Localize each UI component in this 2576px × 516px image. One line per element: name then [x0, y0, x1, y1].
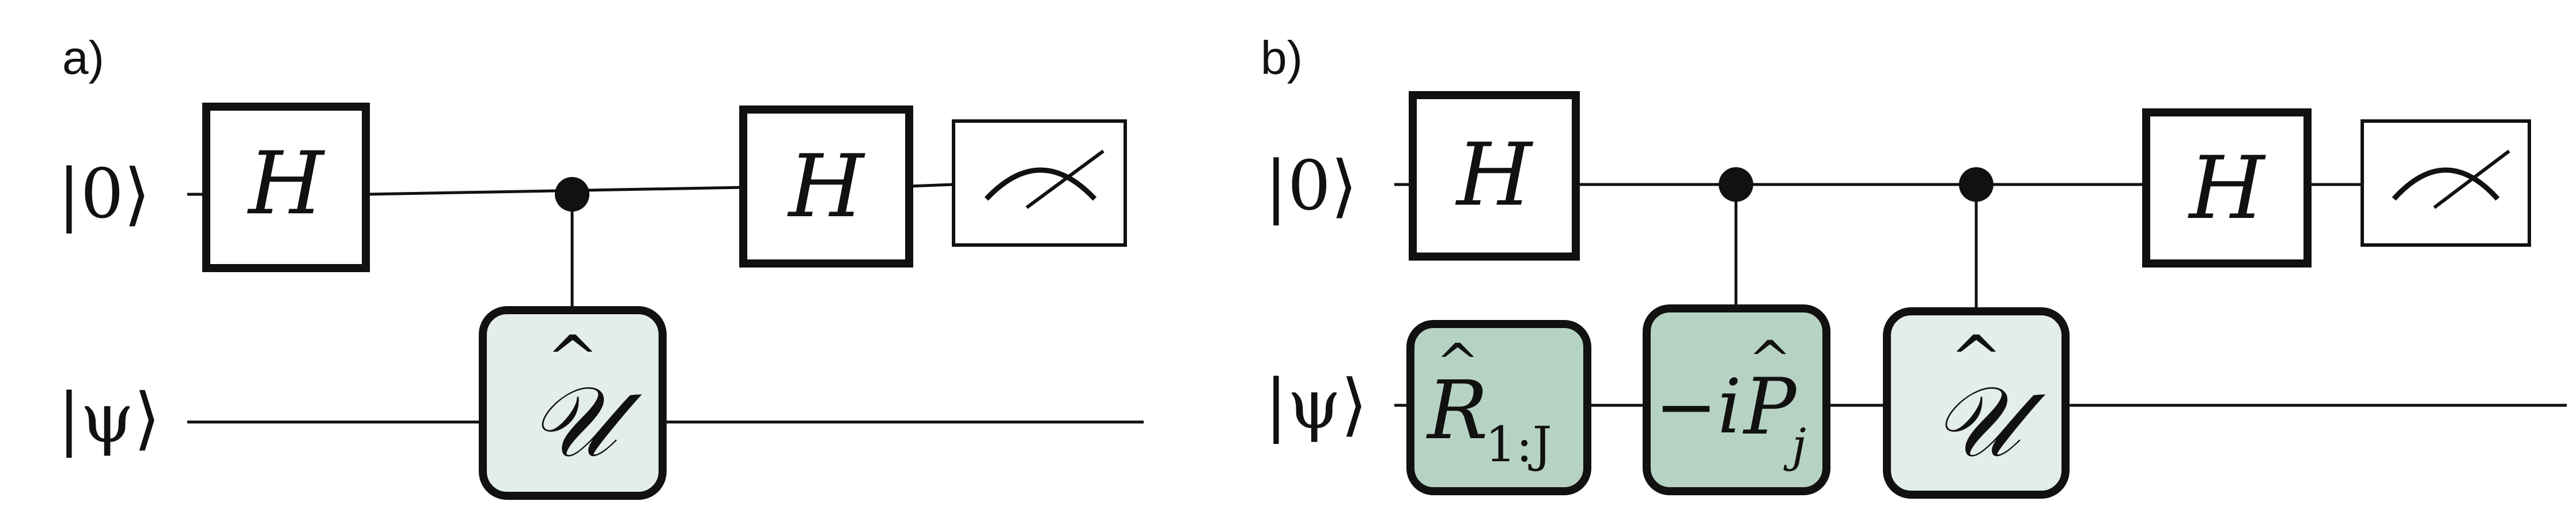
panel-b-ket-system: |ψ⟩: [1265, 364, 1367, 444]
panel-a: a) |0⟩ |ψ⟩ H ^ 𝒰: [58, 32, 1144, 500]
panel-a-h-gate-left-label: H: [247, 134, 326, 234]
panel-a-h-gate-left: H: [202, 103, 370, 272]
panel-a-label: a): [62, 32, 104, 84]
panel-a-h-gate-right: H: [739, 106, 913, 268]
panel-b-meter-needle-icon: [2433, 149, 2510, 209]
panel-b-r-gate-base: R: [1425, 364, 1488, 458]
panel-b-meter: [2361, 119, 2531, 247]
panel-b-control-1-dot: [1719, 167, 1753, 202]
panel-a-h-gate-right-label: H: [787, 137, 866, 237]
panel-b-h-gate-left-label: H: [1455, 125, 1534, 225]
panel-a-meter-arc-icon: [984, 167, 1097, 201]
panel-b-r-gate-sub: 1:J: [1485, 416, 1552, 473]
panel-b-control-1: [1719, 167, 1753, 308]
panel-b-r-gate: ^ R 1:J: [1406, 320, 1591, 495]
panel-b-h-gate-right: H: [2142, 108, 2312, 268]
panel-b-label: b): [1261, 32, 1303, 84]
panel-a-ket-ancilla: |0⟩: [58, 154, 150, 233]
panel-a-meter-needle-icon: [1026, 149, 1104, 209]
panel-b-h-gate-left: H: [1409, 91, 1580, 261]
panel-a-u-gate-hat: ^: [546, 322, 599, 396]
panel-b-u-gate-hat: ^: [1950, 322, 2003, 396]
panel-b-p-gate-base: P: [1742, 361, 1798, 452]
panel-a-control: [555, 177, 589, 310]
panel-a-u-gate: ^ 𝒰: [479, 306, 667, 500]
panel-b-ket-ancilla: |0⟩: [1265, 146, 1357, 225]
panel-a-meter: [952, 119, 1127, 247]
panel-b-control-2: [1959, 167, 1994, 311]
panel-b-p-gate-hat: ^: [1748, 330, 1791, 390]
panel-b-p-gate: −i ^ P j: [1643, 304, 1830, 495]
panel-b-u-gate: ^ 𝒰: [1883, 307, 2070, 499]
panel-b-h-gate-right-label: H: [2188, 138, 2267, 239]
panel-b-control-2-dot: [1959, 167, 1994, 202]
panel-b-r-gate-hat: ^: [1436, 333, 1479, 393]
panel-b: b) |0⟩ |ψ⟩ H ^ R 1:J: [1261, 32, 2567, 499]
panel-b-meter-arc-icon: [2392, 167, 2500, 201]
panel-a-control-dot: [555, 177, 589, 212]
panel-b-p-gate-prefix: −i: [1655, 363, 1742, 450]
panel-a-ket-system: |ψ⟩: [58, 378, 160, 458]
